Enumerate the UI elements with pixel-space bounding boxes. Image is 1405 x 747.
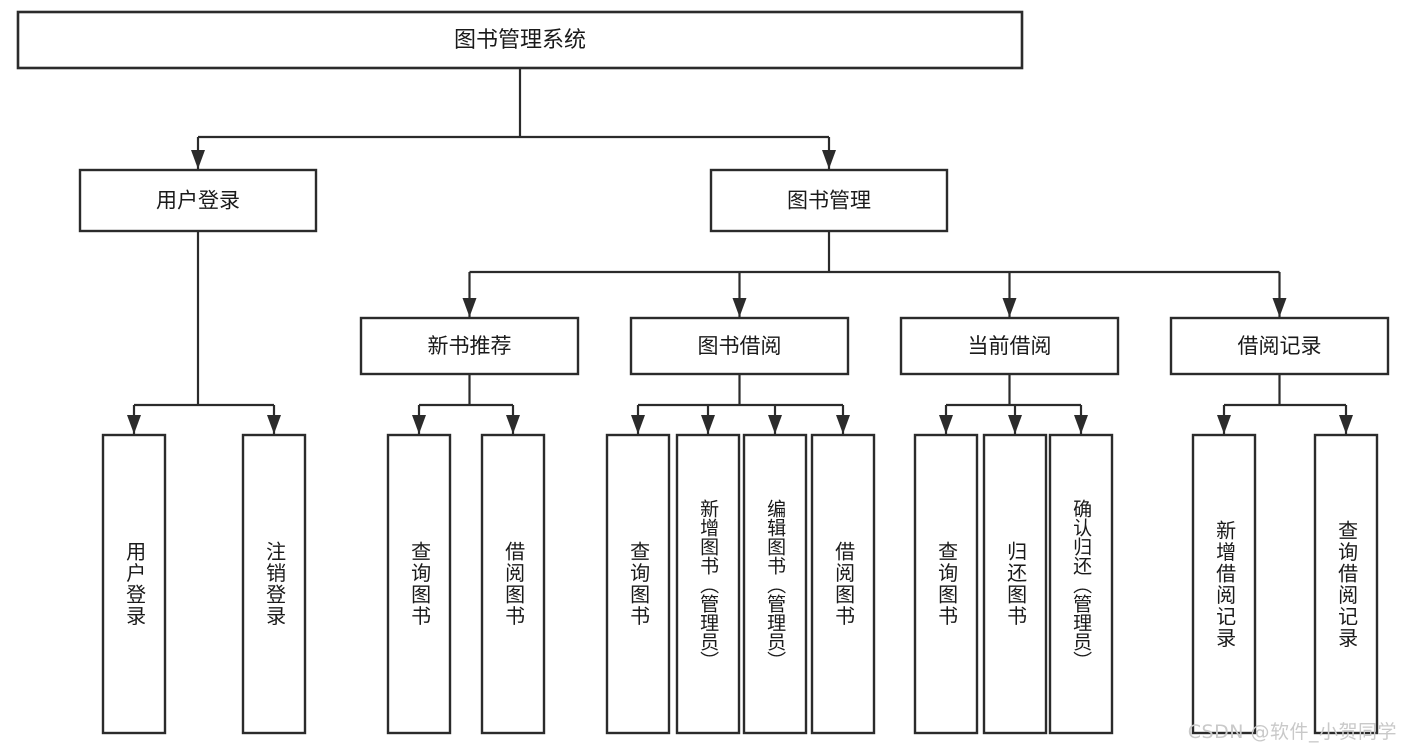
node-box-leaf-query-record[interactable] <box>1313 433 1379 735</box>
node-label-book-borrow: 图书借阅 <box>698 334 782 358</box>
node-label-borrow-record: 借阅记录 <box>1238 334 1322 358</box>
node-label-book-manage: 图书管理 <box>787 189 871 213</box>
arrowhead-icon <box>836 415 850 434</box>
arrowhead-icon <box>822 150 836 169</box>
arrowhead-icon <box>768 415 782 434</box>
arrowhead-icon <box>127 415 141 434</box>
node-label-current-borrow: 当前借阅 <box>968 334 1052 358</box>
arrowhead-icon <box>939 415 953 434</box>
node-box-leaf-query-book-1[interactable] <box>386 433 452 735</box>
csdn-watermark: CSDN @软件_小贺同学 <box>1187 721 1397 743</box>
arrowhead-icon <box>1272 298 1287 317</box>
arrowhead-icon <box>267 415 281 434</box>
node-box-leaf-edit-book[interactable] <box>742 433 808 735</box>
node-box-leaf-add-record[interactable] <box>1191 433 1257 735</box>
arrowhead-icon <box>1008 415 1022 434</box>
node-box-leaf-borrow-book-1[interactable] <box>480 433 546 735</box>
node-box-book-manage[interactable] <box>709 168 949 233</box>
node-box-layer <box>16 10 1390 735</box>
arrowhead-icon <box>732 298 747 317</box>
node-box-new-book-recommend[interactable] <box>359 316 580 376</box>
arrowhead-icon <box>412 415 426 434</box>
arrowhead-icon <box>701 415 715 434</box>
node-label-user-login: 用户登录 <box>156 189 240 213</box>
node-box-current-borrow[interactable] <box>899 316 1120 376</box>
arrowhead-icon <box>191 150 205 169</box>
node-box-leaf-return-book[interactable] <box>982 433 1048 735</box>
arrowhead-icon <box>506 415 520 434</box>
node-box-leaf-add-book[interactable] <box>675 433 741 735</box>
arrowhead-icon <box>1339 415 1353 434</box>
node-box-leaf-user-login[interactable] <box>101 433 167 735</box>
arrowhead-icon <box>1002 298 1017 317</box>
node-box-leaf-confirm-return[interactable] <box>1048 433 1114 735</box>
node-box-leaf-query-book-2[interactable] <box>605 433 671 735</box>
arrowhead-icon <box>462 298 477 317</box>
node-box-leaf-borrow-book-2[interactable] <box>810 433 876 735</box>
node-box-root[interactable] <box>16 10 1024 70</box>
node-label-root: 图书管理系统 <box>454 28 586 53</box>
arrowhead-icon <box>631 415 645 434</box>
arrowhead-icon <box>1217 415 1231 434</box>
node-box-leaf-logout[interactable] <box>241 433 307 735</box>
node-box-book-borrow[interactable] <box>629 316 850 376</box>
arrowhead-icon <box>1074 415 1088 434</box>
connector-layer <box>127 68 1353 434</box>
node-box-user-login[interactable] <box>78 168 318 233</box>
node-box-borrow-record[interactable] <box>1169 316 1390 376</box>
node-box-leaf-query-book-3[interactable] <box>913 433 979 735</box>
node-label-new-book-recommend: 新书推荐 <box>428 334 512 358</box>
